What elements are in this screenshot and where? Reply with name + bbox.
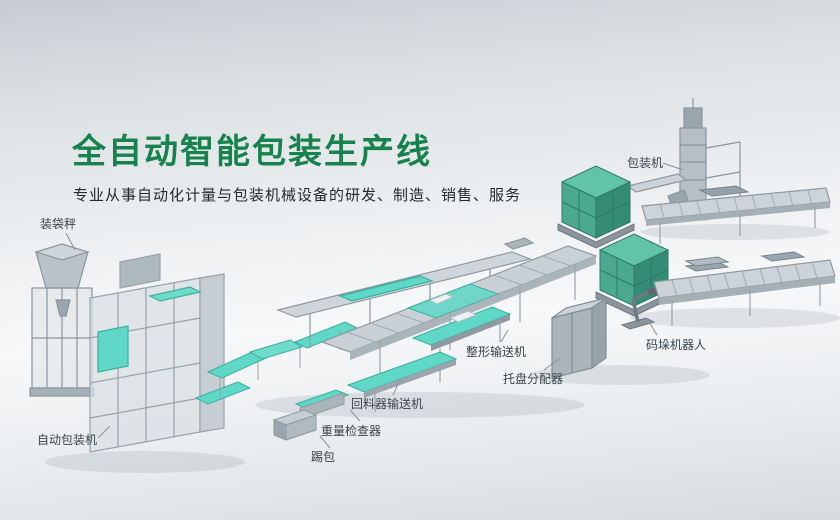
machine-label-auto-packing-machine: 自动包装机 (37, 433, 98, 447)
machine-pallet-dispenser (551, 296, 607, 379)
machine-auto-packer (89, 253, 225, 453)
conveyor-elevated-center (276, 237, 535, 348)
machine-label-bag-kicker: 踢包 (311, 450, 336, 464)
machine-label-shaping-conveyor: 整形输送机 (466, 345, 527, 359)
conveyor-diagonal-main (320, 245, 598, 375)
bag-stack-upper (557, 165, 635, 249)
machine-palletizing-robot (620, 288, 657, 330)
conveyor-rollers-right-lower (653, 251, 836, 326)
machine-label-weight-checker: 重量检查器 (321, 424, 382, 438)
machine-bagging-scale (29, 243, 95, 397)
machine-return-feeder (346, 351, 458, 412)
label-leader-lines (65, 162, 684, 449)
conveyor-rollers-right-upper (641, 185, 831, 244)
machine-shaping-conveyor (411, 306, 512, 372)
machine-label-packing-machine: 包装机 (627, 156, 664, 170)
machine-label-pallet-dispenser: 托盘分配器 (503, 372, 564, 386)
page-title: 全自动智能包装生产线 (72, 133, 432, 171)
machine-label-bagging-scale: 装袋秤 (40, 217, 77, 231)
page-subtitle: 专业从事自动化计量与包装机械设备的研发、制造、销售、服务 (73, 187, 522, 204)
machine-label-return-feeder-conveyor: 回料器输送机 (351, 397, 424, 411)
bag-stack-lower (595, 233, 673, 317)
machine-label-palletizing-robot: 码垛机器人 (646, 338, 707, 352)
machine-bag-kicker (272, 409, 318, 441)
